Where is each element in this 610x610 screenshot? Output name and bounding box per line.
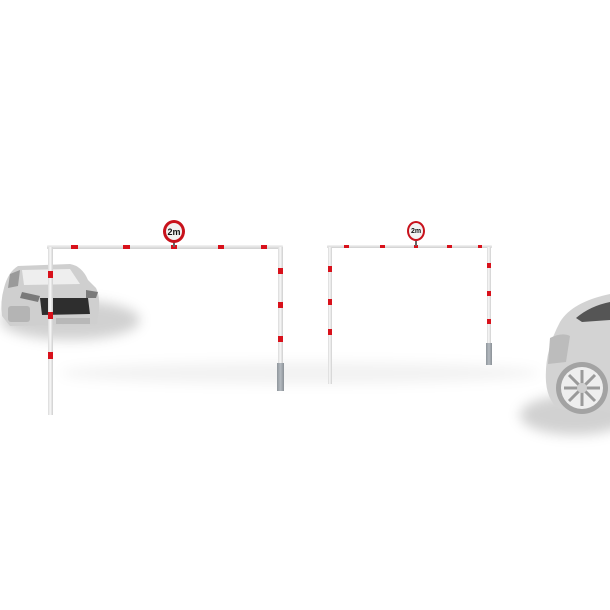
post-red-band: [48, 271, 53, 278]
sign-mount: [173, 242, 175, 247]
beam-red-band: [123, 245, 130, 249]
post-red-band: [278, 302, 283, 308]
post-red-band: [328, 299, 332, 305]
beam-red-band: [261, 245, 267, 249]
beam-red-band: [414, 245, 418, 248]
left-barrier-crossbeam: [47, 245, 283, 249]
height-limit-sign-text: 2m: [410, 227, 422, 235]
right-barrier-rear-post: [487, 247, 491, 345]
beam-red-band: [171, 245, 177, 249]
beam-red-band: [344, 245, 349, 248]
ground-shadow-barrier: [60, 362, 540, 384]
post-red-band: [278, 336, 283, 342]
height-limit-sign: 2m: [407, 221, 425, 241]
height-limit-sign-text: 2m: [167, 226, 181, 237]
beam-red-band: [71, 245, 78, 249]
left-barrier-front-post: [48, 247, 53, 415]
beam-red-band: [478, 245, 482, 248]
right-barrier-front-post: [328, 247, 332, 384]
beam-red-band: [380, 245, 385, 248]
post-red-band: [328, 329, 332, 335]
sign-mount: [415, 241, 417, 246]
post-red-band: [48, 312, 53, 319]
post-red-band: [278, 268, 283, 274]
post-red-band: [487, 263, 491, 268]
post-red-band: [328, 266, 332, 272]
right-barrier-crossbeam: [327, 245, 492, 248]
ground-sleeve: [486, 343, 492, 365]
post-red-band: [48, 352, 53, 359]
beam-red-band: [218, 245, 224, 249]
right-car: [545, 294, 610, 414]
height-limit-sign: 2m: [163, 220, 185, 243]
post-red-band: [487, 319, 491, 324]
beam-red-band: [447, 245, 452, 248]
ground-sleeve: [277, 363, 284, 391]
post-red-band: [487, 291, 491, 296]
